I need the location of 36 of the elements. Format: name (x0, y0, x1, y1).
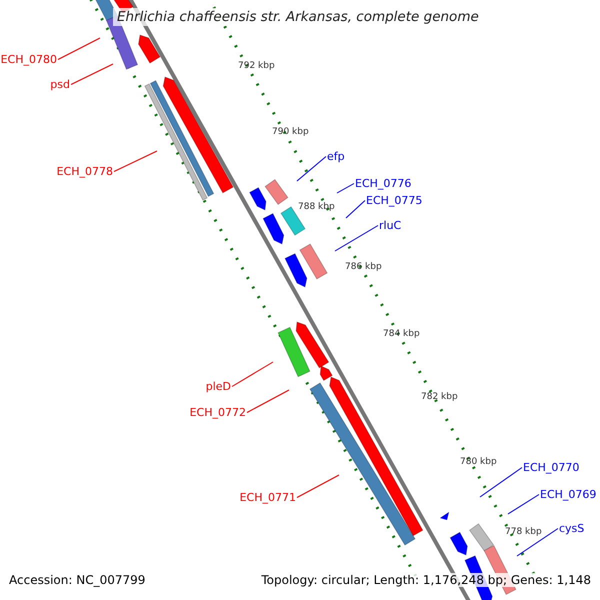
scale-label: 790 kbp (272, 127, 309, 137)
gene-label: ECH_0772 (190, 406, 246, 419)
gene-label: ECH_0780 (0, 53, 57, 66)
scale-label: 788 kbp (298, 202, 335, 212)
leader-line (346, 200, 366, 218)
scale-label: 778 kbp (505, 527, 542, 537)
scale-label: 784 kbp (383, 329, 420, 339)
scale-label: 792 kbp (238, 61, 275, 71)
leader-line (70, 64, 114, 85)
leader-line (336, 183, 354, 194)
leader-line (480, 467, 522, 498)
gene-label: efp (327, 150, 345, 163)
gene-label: cysS (559, 522, 584, 535)
gene-label: psd (50, 78, 70, 91)
leader-line (232, 362, 274, 387)
gene-label: pleD (206, 380, 231, 393)
leader-line (516, 528, 558, 556)
gene-label: ECH_0769 (540, 488, 596, 501)
gene-label: ECH_0778 (56, 165, 113, 178)
scale-label: 786 kbp (345, 262, 382, 272)
accession-note: Accession: NC_007799 (9, 573, 146, 587)
leader-line (334, 225, 378, 252)
scale-label: 782 kbp (421, 392, 458, 402)
leader-line (246, 390, 290, 413)
leader-line (58, 38, 100, 60)
gene-label: rluC (379, 219, 402, 232)
gene-label: ECH_0776 (355, 177, 412, 190)
genome-summary: Topology: circular; Length: 1,176,248 bp; Genes: 1,148 (261, 573, 591, 587)
gene-label: ECH_0770 (523, 461, 580, 474)
leader-line (508, 494, 540, 514)
gene-label: ECH_0775 (366, 194, 422, 207)
scale-label: 780 kbp (460, 457, 497, 467)
leader-line (296, 156, 326, 182)
leader-line (296, 474, 340, 498)
leader-line (114, 150, 158, 172)
gene-label: ECH_0771 (240, 491, 296, 504)
